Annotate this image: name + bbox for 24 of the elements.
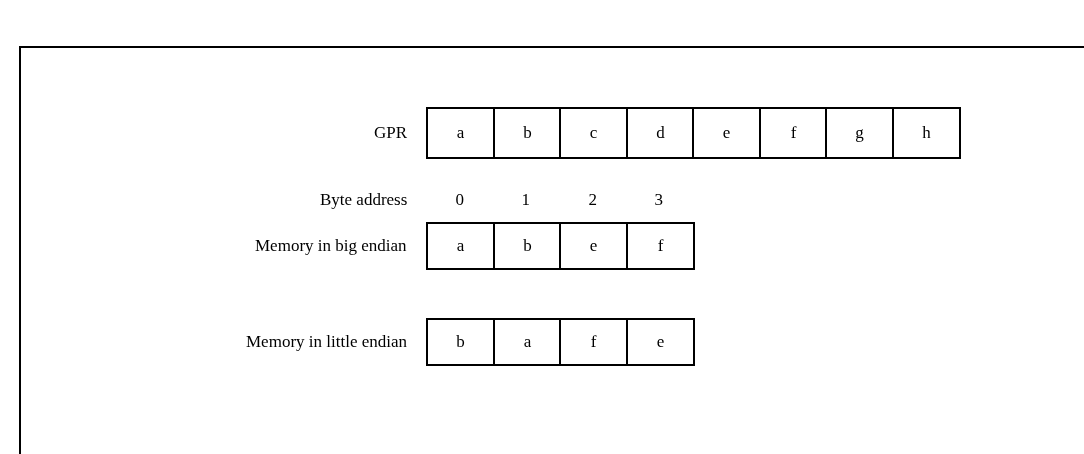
byte-index: 1: [521, 190, 530, 210]
register-label: GPR: [374, 123, 408, 143]
byte-cell: b: [426, 318, 495, 366]
row-label: Byte address: [320, 190, 408, 210]
byte-index: 0: [455, 190, 464, 210]
byte-cell: e: [559, 222, 628, 270]
byte-cell: a: [426, 107, 495, 159]
row-label: Memory in little endian: [246, 332, 407, 352]
byte-cell: f: [759, 107, 828, 159]
byte-cell: f: [626, 222, 695, 270]
row-label: Memory in big endian: [255, 236, 407, 256]
byte-index: 3: [654, 190, 663, 210]
byte-cell: f: [559, 318, 628, 366]
byte-cell: b: [493, 107, 562, 159]
byte-cell: a: [493, 318, 562, 366]
byte-cell: h: [892, 107, 961, 159]
byte-index: 2: [588, 190, 597, 210]
byte-cell: c: [559, 107, 628, 159]
byte-cell: e: [692, 107, 761, 159]
byte-cell: b: [493, 222, 562, 270]
byte-cell: g: [825, 107, 894, 159]
byte-cell: a: [426, 222, 495, 270]
byte-cell: e: [626, 318, 695, 366]
byte-cell: d: [626, 107, 695, 159]
